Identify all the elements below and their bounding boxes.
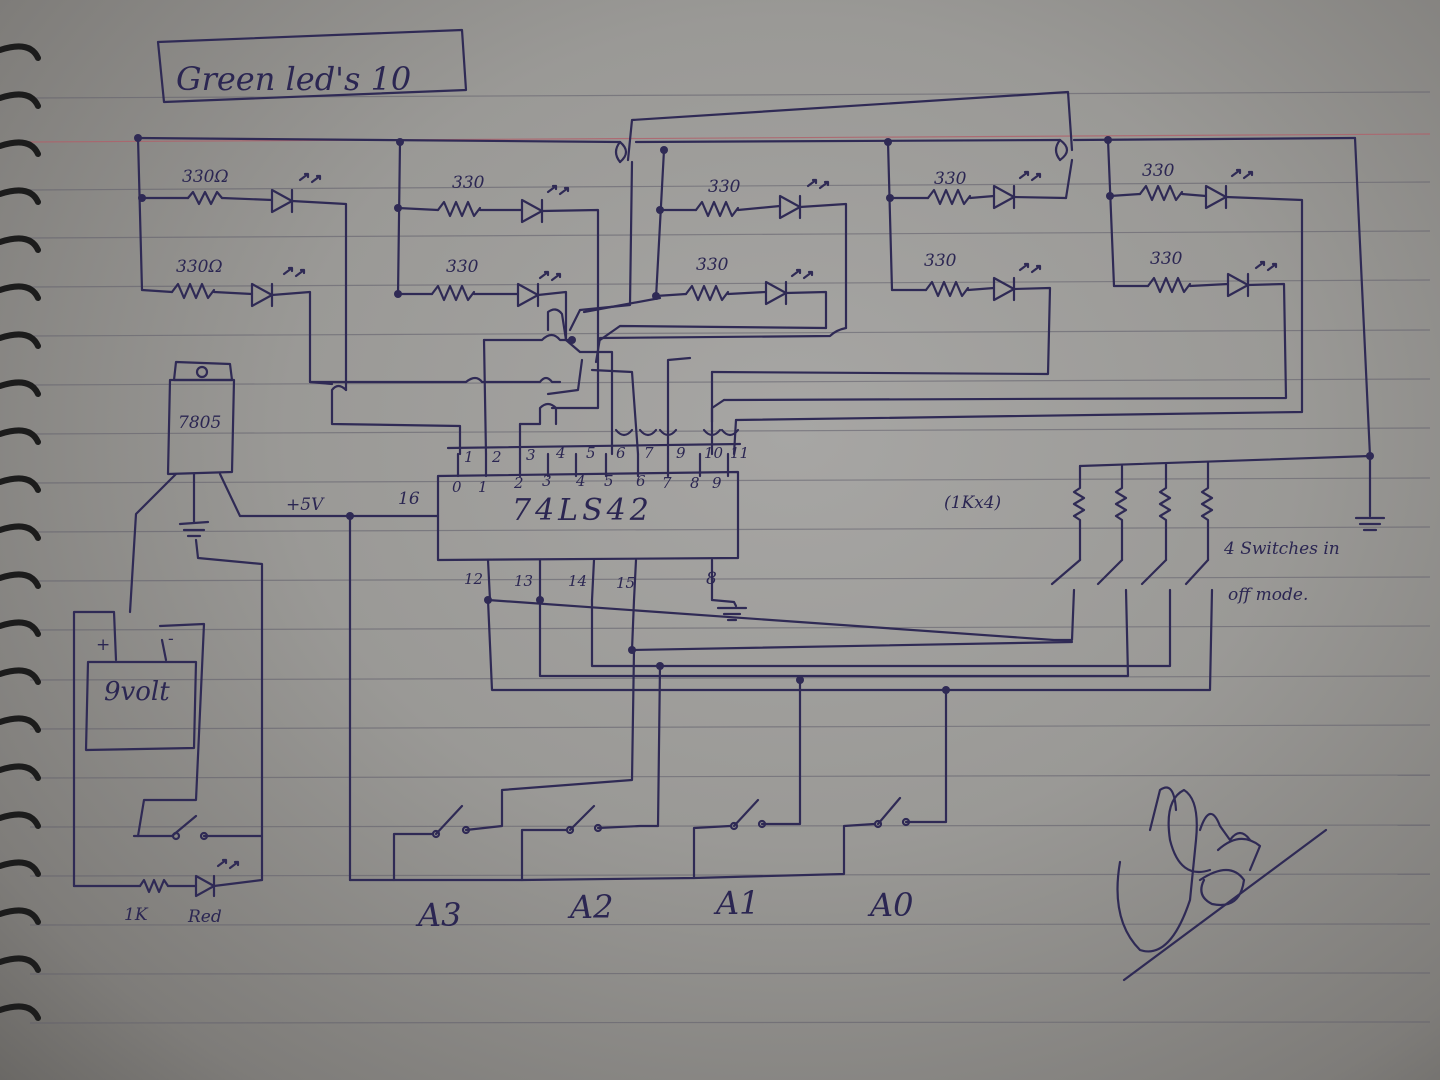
led-to-ic-wiring (308, 296, 848, 456)
ic-pin-number: 8 (706, 569, 717, 589)
ic-pin-number: 12 (464, 570, 483, 588)
power-led-resistor-label: 1K (124, 905, 149, 925)
led-array (136, 136, 1304, 422)
resistor-label: 330 (696, 255, 729, 275)
ic-pin-number: 14 (568, 572, 587, 590)
pin16-label: 16 (398, 489, 420, 509)
ic-name: 74LS42 (512, 493, 653, 528)
ic-pin-number: 13 (514, 572, 533, 590)
ic-pin-number: 10 (704, 444, 724, 462)
pullup-resistor-pack: (1Kx4) (486, 136, 1386, 692)
input-label-a0: A0 (867, 886, 913, 924)
ruled-lines (29, 91, 1431, 1024)
ic-pin-number: 2 (491, 448, 502, 466)
ic-output-label: 8 (690, 474, 700, 492)
top-rail (136, 90, 1357, 332)
resistor-label: 330 (934, 169, 967, 189)
ic-output-label: 4 (575, 472, 586, 490)
battery-9v: 9volt + - (72, 610, 206, 888)
resistor-label: 330 (446, 257, 479, 277)
title-block: Green led's 10 (156, 28, 468, 104)
resistor-label: 330 (708, 177, 741, 197)
resistor-labels: 330Ω 330Ω 330 330 330 330 330 330 330 33… (176, 161, 1183, 277)
ic-output-label: 9 (712, 474, 722, 492)
switch-note-line2: off mode. (1228, 585, 1308, 605)
ic-pin-number: 4 (555, 444, 566, 462)
power-led-color-label: Red (187, 907, 222, 927)
resistor-label: 330Ω (176, 257, 223, 277)
ic-pin-number: 7 (644, 444, 654, 462)
ic-output-label: 7 (662, 474, 672, 492)
battery-plus: + (96, 635, 110, 655)
voltage-regulator: 7805 +5V 16 (128, 360, 440, 882)
ic-output-label: 1 (478, 478, 488, 496)
resistor-label: 330 (1142, 161, 1175, 181)
ic-bottom-pins: 12 13 14 15 8 (464, 558, 748, 622)
ic-pin-number: 11 (730, 444, 749, 462)
ic-pin-number: 5 (586, 444, 596, 462)
resistor-label: 330 (924, 251, 957, 271)
ic-pin-number: 15 (616, 574, 635, 592)
resistor-label: 330Ω (182, 167, 229, 187)
supply-label: +5V (286, 495, 325, 515)
ic-output-labels: 0 1 2 3 4 5 6 7 8 9 (452, 472, 722, 496)
input-label-a1: A1 (713, 884, 759, 922)
title-text: Green led's 10 (176, 60, 411, 98)
power-switch-and-led: 1K Red (72, 814, 264, 927)
ic-output-label: 3 (542, 472, 552, 490)
spiral-binding (0, 43, 41, 1021)
ic-output-label: 6 (636, 472, 646, 490)
ic-top-pin-numbers: 1 2 3 4 5 6 7 9 10 11 (464, 444, 749, 466)
ic-output-label: 0 (452, 478, 462, 496)
switch-note: 4 Switches in off mode. (1223, 539, 1340, 605)
ic-74ls42: 74LS42 (436, 442, 742, 562)
ic-pin-number: 9 (676, 444, 686, 462)
ic-pin-number: 6 (616, 444, 626, 462)
junction-dots (134, 134, 1374, 604)
resistor-pack-label: (1Kx4) (944, 493, 1001, 513)
ic-pin-number: 1 (464, 448, 474, 466)
signature (1116, 786, 1328, 982)
battery-minus: - (168, 629, 174, 649)
ic-pin-number: 3 (526, 446, 536, 464)
switch-note-line1: 4 Switches in (1223, 539, 1340, 559)
battery-label: 9volt (104, 677, 170, 707)
ic-output-label: 2 (513, 474, 524, 492)
resistor-label: 330 (1150, 249, 1183, 269)
regulator-label: 7805 (178, 413, 221, 433)
input-labels: A3 A2 A1 A0 (415, 884, 913, 934)
resistor-label: 330 (452, 173, 485, 193)
input-label-a3: A3 (415, 896, 461, 934)
ic-output-label: 5 (604, 472, 614, 490)
input-switches (348, 646, 950, 882)
input-label-a2: A2 (567, 888, 613, 926)
